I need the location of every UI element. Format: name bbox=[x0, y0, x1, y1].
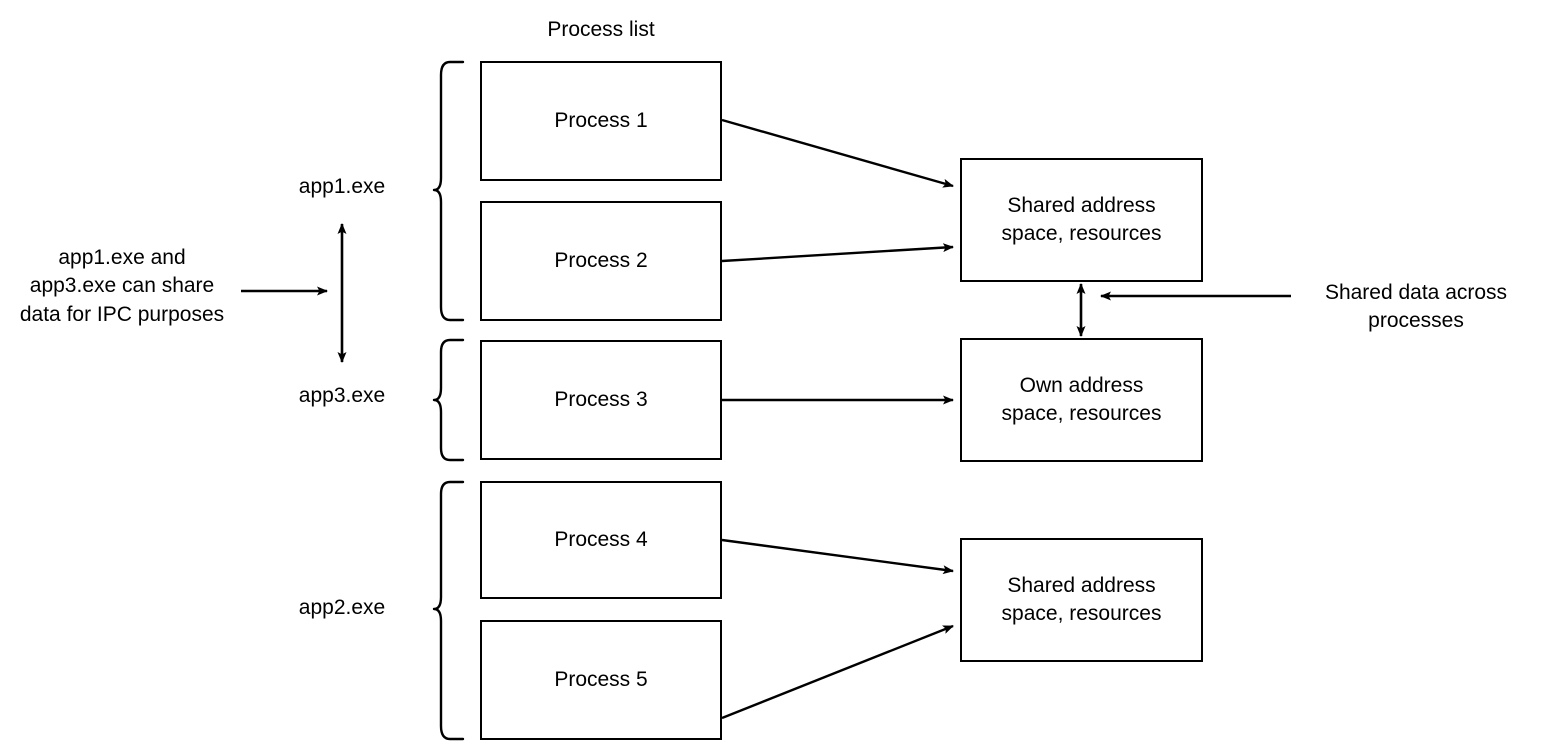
process-box-3[interactable]: Process 3 bbox=[480, 340, 722, 460]
brace-app2 bbox=[432, 480, 465, 741]
process-box-1[interactable]: Process 1 bbox=[480, 61, 722, 181]
process-box-4[interactable]: Process 4 bbox=[480, 481, 722, 599]
process-box-2-label: Process 2 bbox=[554, 249, 648, 273]
memory-box-shared-bottom-label: Shared address space, resources bbox=[1001, 574, 1162, 625]
shared-data-note-label: Shared data across processes bbox=[1324, 281, 1508, 333]
arrow-process5-to-shared-bottom bbox=[721, 624, 954, 720]
ipc-note-label: app1.exe and app3.exe can share data for… bbox=[19, 246, 225, 326]
app-label-app3: app3.exe bbox=[298, 384, 386, 407]
process-list-title: Process list bbox=[547, 18, 655, 41]
memory-box-shared-top-label: Shared address space, resources bbox=[1001, 194, 1162, 245]
brace-app1 bbox=[432, 60, 465, 322]
brace-app3 bbox=[432, 338, 465, 462]
process-box-4-label: Process 4 bbox=[554, 528, 648, 552]
memory-box-own-middle-label: Own address space, resources bbox=[1001, 374, 1162, 425]
process-box-5[interactable]: Process 5 bbox=[480, 620, 722, 740]
process-box-5-label: Process 5 bbox=[554, 668, 648, 692]
memory-box-own-middle[interactable]: Own address space, resources bbox=[960, 338, 1203, 462]
arrow-process2-to-shared-top bbox=[721, 243, 954, 263]
process-box-1-label: Process 1 bbox=[554, 109, 648, 133]
memory-box-shared-top[interactable]: Shared address space, resources bbox=[960, 158, 1203, 282]
app-label-app2: app2.exe bbox=[298, 596, 386, 619]
memory-box-shared-bottom[interactable]: Shared address space, resources bbox=[960, 538, 1203, 662]
process-box-2[interactable]: Process 2 bbox=[480, 201, 722, 321]
arrow-process1-to-shared-top bbox=[721, 118, 954, 188]
process-box-3-label: Process 3 bbox=[554, 388, 648, 412]
app-label-app1: app1.exe bbox=[298, 175, 386, 198]
arrow-process4-to-shared-bottom bbox=[721, 538, 954, 575]
